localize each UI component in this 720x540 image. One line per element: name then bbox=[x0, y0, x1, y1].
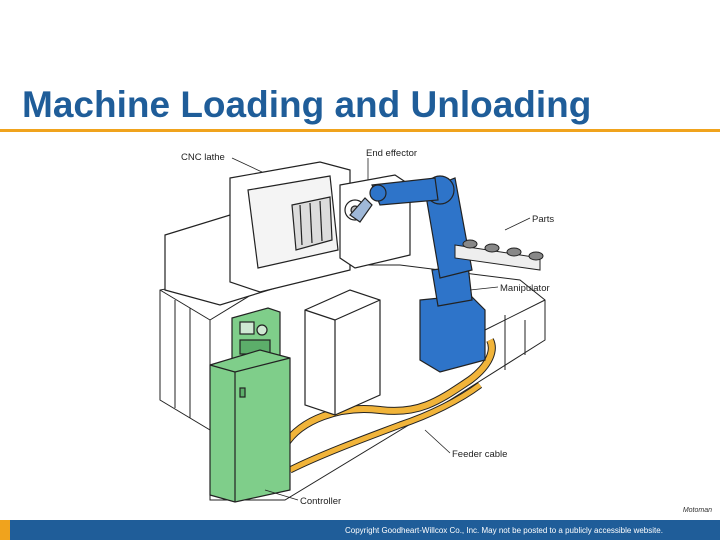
label-feeder-cable: Feeder cable bbox=[452, 449, 507, 460]
copyright-text: Copyright Goodheart-Willcox Co., Inc. Ma… bbox=[345, 526, 663, 535]
image-credit: Motoman bbox=[682, 507, 712, 514]
footer-bar: Copyright Goodheart-Willcox Co., Inc. Ma… bbox=[0, 520, 720, 540]
label-leaders bbox=[231, 157, 531, 501]
parts-pallet bbox=[454, 239, 544, 271]
cnc-lathe bbox=[164, 161, 411, 306]
label-end-effector: End effector bbox=[366, 148, 417, 159]
green-controller bbox=[209, 307, 291, 503]
safety-fence bbox=[159, 264, 546, 501]
robot-cell-illustration: CNC lathe End effector Parts Manipulator… bbox=[159, 148, 554, 507]
slide-title: Machine Loading and Unloading bbox=[22, 84, 592, 125]
controller-cabinet bbox=[304, 289, 381, 416]
label-controller: Controller bbox=[300, 496, 341, 507]
label-parts: Parts bbox=[532, 214, 554, 225]
feeder-cable bbox=[281, 338, 496, 474]
label-cnc-lathe: CNC lathe bbox=[181, 152, 225, 163]
title-divider bbox=[0, 129, 720, 132]
label-manipulator: Manipulator bbox=[500, 283, 550, 294]
footer-accent bbox=[0, 520, 10, 540]
